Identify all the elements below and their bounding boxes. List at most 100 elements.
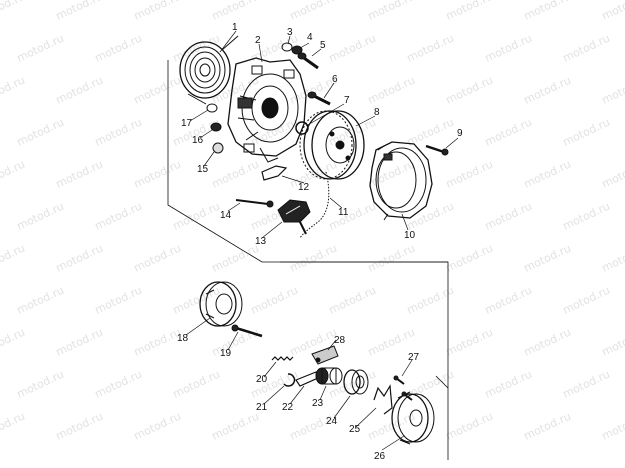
watermark-text: motod.ru <box>561 368 612 401</box>
callout-21: 21 <box>256 402 268 413</box>
watermark-text: motod.ru <box>483 368 534 401</box>
watermark-text: motod.ru <box>0 242 27 275</box>
watermark-text: motod.ru <box>0 0 27 23</box>
watermark-text: motod.ru <box>210 410 261 443</box>
watermark-text: motod.ru <box>210 158 261 191</box>
watermark-text: motod.ru <box>561 284 612 317</box>
callout-16: 16 <box>192 135 204 146</box>
studs-27-part <box>393 375 413 401</box>
callout-4: 4 <box>307 32 313 43</box>
watermark-text: motod.ru <box>0 326 27 359</box>
callout-2: 2 <box>255 35 261 46</box>
watermark-text: motod.ru <box>54 410 105 443</box>
watermark-text: motod.ru <box>600 0 625 23</box>
watermark-text: motod.ru <box>561 200 612 233</box>
callout-6: 6 <box>332 74 338 85</box>
pawl-22-part <box>295 371 319 387</box>
rope-pulley-part <box>299 110 365 180</box>
watermark-text: motod.ru <box>600 158 625 191</box>
nut-16-part <box>210 122 222 132</box>
watermark-text: motod.ru <box>171 368 222 401</box>
nut-17-part <box>206 103 218 113</box>
upper-assembly <box>167 35 449 460</box>
starter-rope-part <box>299 171 330 239</box>
bracket-line-lower <box>280 261 449 460</box>
watermark-text: motod.ru <box>327 116 378 149</box>
watermark-text: motod.ru <box>15 284 66 317</box>
watermark-text: motod.ru <box>444 410 495 443</box>
watermark-text: motod.ru <box>444 158 495 191</box>
watermark-text: motod.ru <box>522 410 573 443</box>
watermark-text: motod.ru <box>132 242 183 275</box>
leader-lines <box>185 30 459 451</box>
watermark-text: motod.ru <box>0 158 27 191</box>
watermark-text: motod.ru <box>132 0 183 23</box>
watermark-text: motod.ru <box>327 284 378 317</box>
washer-nut-part <box>281 42 303 55</box>
bolt-5-part <box>297 52 319 70</box>
watermark-text: motod.ru <box>600 410 625 443</box>
watermark-text: motod.ru <box>288 242 339 275</box>
callout-1: 1 <box>232 22 238 33</box>
watermark-text: motod.ru <box>54 326 105 359</box>
callout-18: 18 <box>177 333 189 344</box>
watermark-text: motod.ru <box>366 74 417 107</box>
callout-26: 26 <box>374 451 386 462</box>
watermark-text: motod.ru <box>93 284 144 317</box>
watermark-text: motod.ru <box>15 32 66 65</box>
spring-clip-25-part <box>373 384 393 415</box>
watermark-text: motod.ru <box>54 0 105 23</box>
watermark-text: motod.ru <box>405 32 456 65</box>
recoil-spring-part <box>179 35 239 105</box>
callout-25: 25 <box>349 424 361 435</box>
watermark-text: motod.ru <box>132 74 183 107</box>
watermark-layer: motod.ru motod.ru motod.ru motod.ru motod.ru… <box>0 0 625 443</box>
watermark-text: motod.ru <box>483 116 534 149</box>
watermark-text: motod.ru <box>327 200 378 233</box>
ratchet-cup-part <box>199 281 243 327</box>
callout-12: 12 <box>298 182 310 193</box>
watermark-text: motod.ru <box>15 116 66 149</box>
watermark-text: motod.ru <box>327 32 378 65</box>
watermark-text: motod.ru <box>444 242 495 275</box>
watermark-text: motod.ru <box>93 32 144 65</box>
watermark-text: motod.ru <box>366 410 417 443</box>
watermark-text: motod.ru <box>15 368 66 401</box>
starter-handle-part <box>277 199 311 235</box>
pawl-28-part <box>311 345 339 365</box>
callout-15: 15 <box>197 164 209 175</box>
spring-20-part <box>271 356 294 361</box>
watermark-text: motod.ru <box>249 116 300 149</box>
callout-13: 13 <box>255 236 267 247</box>
lower-assembly <box>199 281 435 445</box>
watermark-text: motod.ru <box>600 74 625 107</box>
callout-11: 11 <box>338 207 349 218</box>
watermark-text: motod.ru <box>171 200 222 233</box>
watermark-text: motod.ru <box>483 32 534 65</box>
watermark-text: motod.ru <box>93 200 144 233</box>
hub-23-part <box>315 367 343 385</box>
watermark-text: motod.ru <box>54 158 105 191</box>
callout-3: 3 <box>287 27 293 38</box>
callout-24: 24 <box>326 416 338 427</box>
watermark-text: motod.ru <box>600 326 625 359</box>
callout-9: 9 <box>457 128 463 139</box>
callout-14: 14 <box>220 210 232 221</box>
callout-23: 23 <box>312 398 324 409</box>
watermark-text: motod.ru <box>444 326 495 359</box>
watermark-text: motod.ru <box>522 0 573 23</box>
watermark-text: motod.ru <box>366 242 417 275</box>
watermark-text: motod.ru <box>561 32 612 65</box>
callout-28: 28 <box>334 335 346 346</box>
watermark-text: motod.ru <box>288 0 339 23</box>
watermark-text: motod.ru <box>366 0 417 23</box>
watermark-text: motod.ru <box>210 0 261 23</box>
watermark-text: motod.ru <box>54 242 105 275</box>
watermark-text: motod.ru <box>483 200 534 233</box>
bushing-15-part <box>212 142 224 154</box>
watermark-text: motod.ru <box>171 32 222 65</box>
bolt-6-part <box>307 91 331 106</box>
watermark-text: motod.ru <box>93 368 144 401</box>
watermark-text: motod.ru <box>132 326 183 359</box>
callout-17: 17 <box>181 118 193 129</box>
